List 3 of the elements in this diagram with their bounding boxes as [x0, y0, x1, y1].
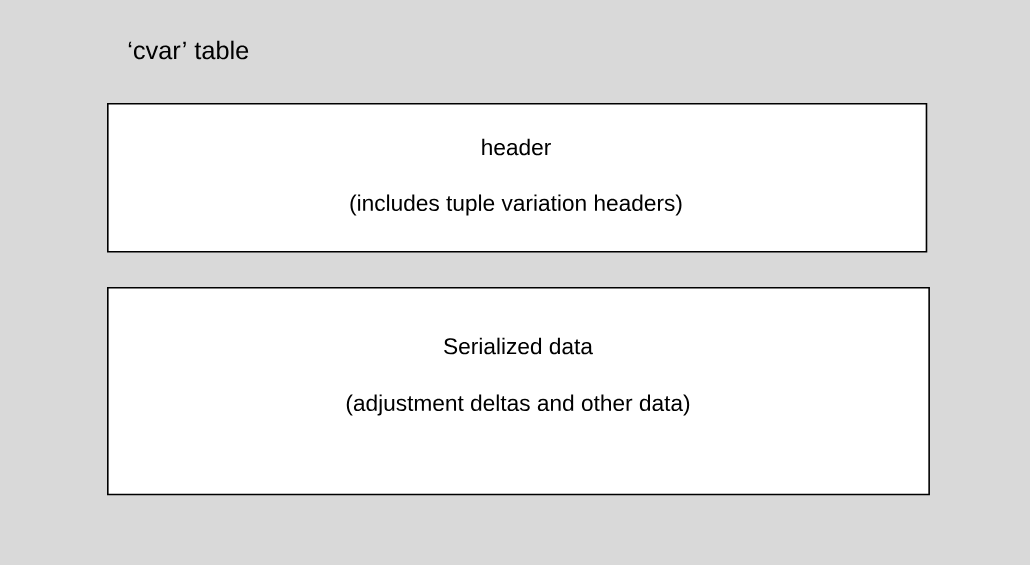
- title: ‘cvar’ table: [128, 40, 249, 60]
- text-box: header (includes tuple variation headers): [107, 103, 928, 253]
- text-box: Serialized data (adjustment deltas and other data): [107, 287, 930, 496]
